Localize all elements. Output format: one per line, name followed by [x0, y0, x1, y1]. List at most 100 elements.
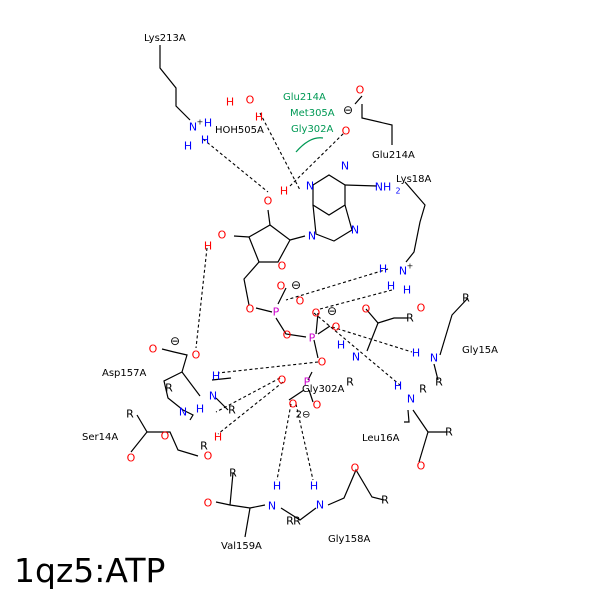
water-h1: H — [226, 96, 234, 109]
residue-label-leu16: Leu16A — [362, 433, 400, 444]
ser14-o1: O — [127, 452, 136, 465]
asp157-charge: ⊖ — [170, 334, 180, 348]
lys213-charge: + — [197, 118, 204, 127]
residue-label-gly302: Gly302A — [302, 384, 345, 395]
ribose-o2-oxygen: O — [218, 229, 227, 242]
leu16-r1: R — [419, 383, 427, 396]
beta-charge: ⊖ — [327, 304, 337, 318]
water-oxygen: O — [246, 94, 255, 107]
diagram-title: 1qz5:ATP — [14, 551, 166, 590]
lys18-nitrogen: N — [399, 265, 407, 278]
gly158-oxygen: O — [351, 462, 360, 475]
lys213-nitrogen: N — [189, 121, 197, 134]
ser14-hydroxyl-oxygen: O — [204, 450, 213, 463]
asp157-o2: O — [192, 349, 201, 362]
gly158-r1: R — [293, 515, 301, 528]
beta-phosphorus: P — [309, 332, 316, 345]
leu16-h: H — [394, 380, 402, 393]
gly15-nitrogen1: N — [352, 351, 360, 364]
glu214-charge: ⊖ — [343, 103, 353, 117]
beta-o2: O — [332, 321, 341, 334]
val159-r1: R — [229, 467, 237, 480]
residue-label-asp157: Asp157A — [102, 368, 146, 379]
hydrophobic-label-glu214: Glu214A — [283, 92, 326, 103]
lys18-h2: H — [387, 280, 395, 293]
atom-labels: N + H H H H O H O O ⊖ N N NH 2 N N O H O… — [126, 84, 470, 528]
gamma-charge: 2⊖ — [296, 410, 311, 421]
residue-label-hoh505: HOH505A — [215, 125, 264, 136]
ser14-r2: R — [200, 440, 208, 453]
val159-r2: R — [286, 515, 294, 528]
gamma-o1: O — [278, 374, 287, 387]
val159-nitrogen: N — [268, 500, 276, 513]
adenine-n9: N — [308, 230, 316, 243]
adenine-n3: N — [306, 180, 314, 193]
residue-label-gly15: Gly15A — [462, 345, 498, 356]
ser14-o2: O — [161, 430, 170, 443]
leu16-r2: R — [445, 426, 453, 439]
beta-gamma-bridge: O — [318, 356, 327, 369]
asp157-o1: O — [149, 343, 158, 356]
water-h2: H — [255, 111, 263, 124]
ribose-o3-hydrogen: H — [280, 185, 288, 198]
alpha-o1: O — [277, 280, 286, 293]
gamma-phosphorus: P — [304, 376, 311, 389]
asp157-r2: R — [228, 404, 236, 417]
glu214-o1: O — [356, 84, 365, 97]
lys213-h1: H — [204, 117, 212, 130]
amine-subscript: 2 — [395, 187, 400, 196]
adenine-n1: N — [341, 160, 349, 173]
residue-label-val159: Val159A — [221, 541, 262, 552]
residue-label-lys18: Lys18A — [396, 174, 432, 185]
residue-label-lys213: Lys213A — [144, 33, 186, 44]
leu16-nitrogen: N — [407, 393, 415, 406]
hydrogen-bonds — [195, 112, 413, 481]
alpha-phosphorus: P — [273, 306, 280, 319]
adenine-n7: N — [351, 224, 359, 237]
residue-labels: Lys213A HOH505A Glu214A Met305A Gly302A … — [82, 33, 498, 552]
glu214-o2: O — [342, 125, 351, 138]
residue-label-gly158: Gly158A — [328, 534, 371, 545]
ribose-o3-oxygen: O — [264, 195, 273, 208]
residue-label-ser14: Ser14A — [82, 432, 118, 443]
gly15-h1: H — [337, 339, 345, 352]
lys213-h3: H — [201, 134, 209, 147]
hydrophobic-label-gly302: Gly302A — [291, 124, 334, 135]
gamma-o2: O — [289, 398, 298, 411]
lys18-h3: H — [403, 284, 411, 297]
beta-o1: O — [312, 307, 321, 320]
ser14-hydroxyl-hydrogen: H — [214, 431, 222, 444]
bonds — [130, 45, 469, 538]
ser14-nitrogen: N — [179, 406, 187, 419]
val159-oxygen: O — [204, 497, 213, 510]
gly15-r3: R — [462, 292, 470, 305]
gly15-h2: H — [412, 347, 420, 360]
lys18-h1: H — [379, 263, 387, 276]
asp157-nitrogen: N — [209, 390, 217, 403]
gly15-o1: O — [362, 303, 371, 316]
gly158-nitrogen: N — [316, 499, 324, 512]
lys213-h2: H — [184, 140, 192, 153]
gly158-r2: R — [381, 494, 389, 507]
alpha-o2: O — [296, 295, 305, 308]
ser14-h1: H — [196, 403, 204, 416]
gly15-r2: R — [346, 376, 354, 389]
ser14-r1: R — [126, 408, 134, 421]
lys18-charge: + — [407, 262, 414, 271]
ribose-ring-oxygen: O — [278, 260, 287, 273]
gly15-r1: R — [406, 312, 414, 325]
alpha-beta-bridge: O — [283, 329, 292, 342]
gamma-o3: O — [313, 399, 322, 412]
gly15-nitrogen2: N — [430, 352, 438, 365]
val159-h: H — [273, 480, 281, 493]
gly158-h: H — [310, 480, 318, 493]
hydrophobic-arc — [295, 137, 324, 153]
alpha-charge: ⊖ — [291, 278, 301, 292]
residue-label-glu214: Glu214A — [372, 150, 415, 161]
hydrophobic-label-met305: Met305A — [290, 108, 335, 119]
gly15-o2: O — [417, 302, 426, 315]
asp157-r1: R — [165, 382, 173, 395]
alpha-bridge-oxygen: O — [246, 303, 255, 316]
leu16-oxygen: O — [417, 460, 426, 473]
